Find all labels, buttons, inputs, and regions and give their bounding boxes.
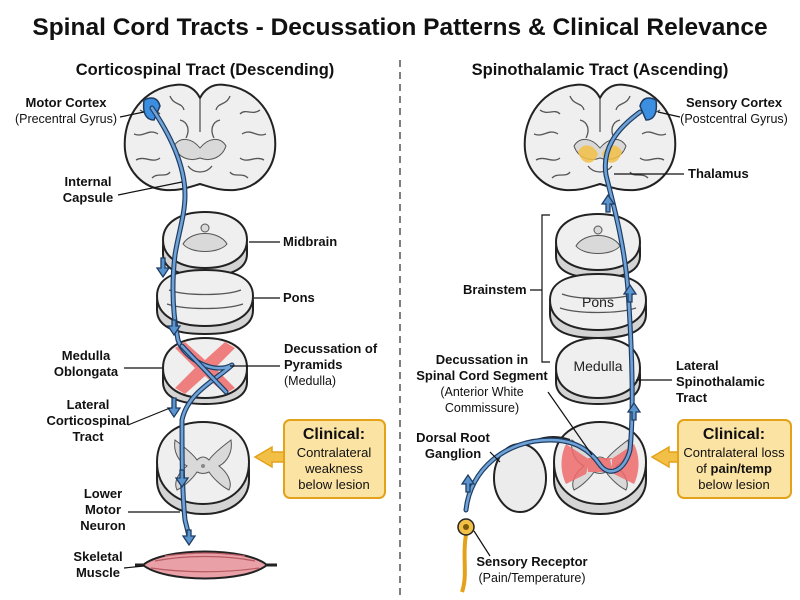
leader-motor-cortex xyxy=(119,111,145,118)
leader-decussation-right xyxy=(547,391,593,456)
right-clinical-line3: below lesion xyxy=(698,477,770,492)
label-lmn-2: Motor xyxy=(85,502,121,517)
label-sensory-cortex: Sensory Cortex xyxy=(686,95,783,110)
label-motor-cortex: Motor Cortex xyxy=(26,95,108,110)
label-receptor: Sensory Receptor xyxy=(476,554,587,569)
label-lateral-st-3: Tract xyxy=(676,390,708,405)
right-panel-heading: Spinothalamic Tract (Ascending) xyxy=(472,61,729,79)
left-clinical-line1: Contralateral xyxy=(297,445,372,460)
left-clinical-callout: Clinical: Contralateral weakness below l… xyxy=(253,419,386,499)
label-medulla-2: Oblongata xyxy=(54,364,119,379)
right-pons: Pons xyxy=(549,273,647,339)
label-muscle-2: Muscle xyxy=(76,565,120,580)
label-lateral-cs-3: Tract xyxy=(72,429,104,444)
right-clinical-line2-bold: pain/temp xyxy=(711,461,772,476)
pons-inner-label: Pons xyxy=(582,294,614,310)
label-muscle-1: Skeletal xyxy=(73,549,122,564)
label-lateral-st-2: Spinothalamic xyxy=(676,374,765,389)
label-decussation-r-sub2: Commissure) xyxy=(445,401,519,415)
spinothalamic-tract xyxy=(463,109,643,513)
label-lmn-1: Lower xyxy=(84,486,122,501)
label-lateral-st-1: Lateral xyxy=(676,358,719,373)
sensory-receptor xyxy=(457,518,475,593)
leader-receptor xyxy=(473,530,491,557)
left-spinal-cord xyxy=(156,421,250,515)
medulla-inner-label: Medulla xyxy=(573,358,622,374)
label-internal-capsule-2: Capsule xyxy=(63,190,114,205)
right-medulla: Medulla xyxy=(554,336,642,406)
label-decussation-2: Pyramids xyxy=(284,357,343,372)
label-decussation-1: Decussation of xyxy=(284,341,378,356)
leader-drg xyxy=(489,451,501,463)
skeletal-muscle xyxy=(135,550,277,580)
left-clinical-line3: below lesion xyxy=(298,477,370,492)
label-lmn-3: Neuron xyxy=(80,518,126,533)
dorsal-root-ganglion xyxy=(493,436,571,513)
label-internal-capsule-1: Internal xyxy=(65,174,112,189)
label-motor-cortex-sub: (Precentral Gyrus) xyxy=(15,112,117,126)
left-brain xyxy=(123,83,277,192)
label-lateral-cs-2: Corticospinal xyxy=(46,413,129,428)
label-lateral-cs-1: Lateral xyxy=(67,397,110,412)
leader-internal-capsule xyxy=(117,181,183,196)
sensory-cortex-highlight xyxy=(639,97,658,121)
right-clinical-callout: Clinical: Contralateral loss of pain/tem… xyxy=(650,419,792,499)
leader-sensory-cortex xyxy=(657,111,681,118)
label-drg-2: Ganglion xyxy=(425,446,481,461)
right-brain xyxy=(523,83,677,192)
page-title: Spinal Cord Tracts - Decussation Pattern… xyxy=(32,14,767,41)
left-panel-heading: Corticospinal Tract (Descending) xyxy=(76,61,335,79)
right-clinical-line2-pre: of xyxy=(696,461,710,476)
label-medulla-1: Medulla xyxy=(62,348,111,363)
right-clinical-line1: Contralateral loss xyxy=(683,445,785,460)
label-decussation-r1: Decussation in xyxy=(436,352,529,367)
leader-muscle xyxy=(123,565,145,569)
thalamus-highlight xyxy=(578,145,622,163)
right-clinical-line2: of pain/temp xyxy=(696,461,772,476)
left-down-arrows xyxy=(155,257,197,547)
label-drg-1: Dorsal Root xyxy=(416,430,490,445)
corticospinal-tract xyxy=(149,105,235,543)
label-decussation-sub: (Medulla) xyxy=(284,374,336,388)
left-clinical-heading: Clinical: xyxy=(303,426,365,443)
label-thalamus: Thalamus xyxy=(688,166,749,181)
label-brainstem: Brainstem xyxy=(463,282,527,297)
label-decussation-r-sub1: (Anterior White xyxy=(440,385,523,399)
label-midbrain: Midbrain xyxy=(283,234,337,249)
left-clinical-line2: weakness xyxy=(304,461,363,476)
leader-lateral-cs xyxy=(127,407,171,426)
bracket-brainstem xyxy=(530,214,550,363)
right-up-arrows xyxy=(460,193,642,493)
right-clinical-heading: Clinical: xyxy=(703,426,765,443)
label-pons-left: Pons xyxy=(283,290,315,305)
label-receptor-sub: (Pain/Temperature) xyxy=(479,571,586,585)
label-sensory-cortex-sub: (Postcentral Gyrus) xyxy=(680,112,788,126)
label-decussation-r2: Spinal Cord Segment xyxy=(416,368,548,383)
